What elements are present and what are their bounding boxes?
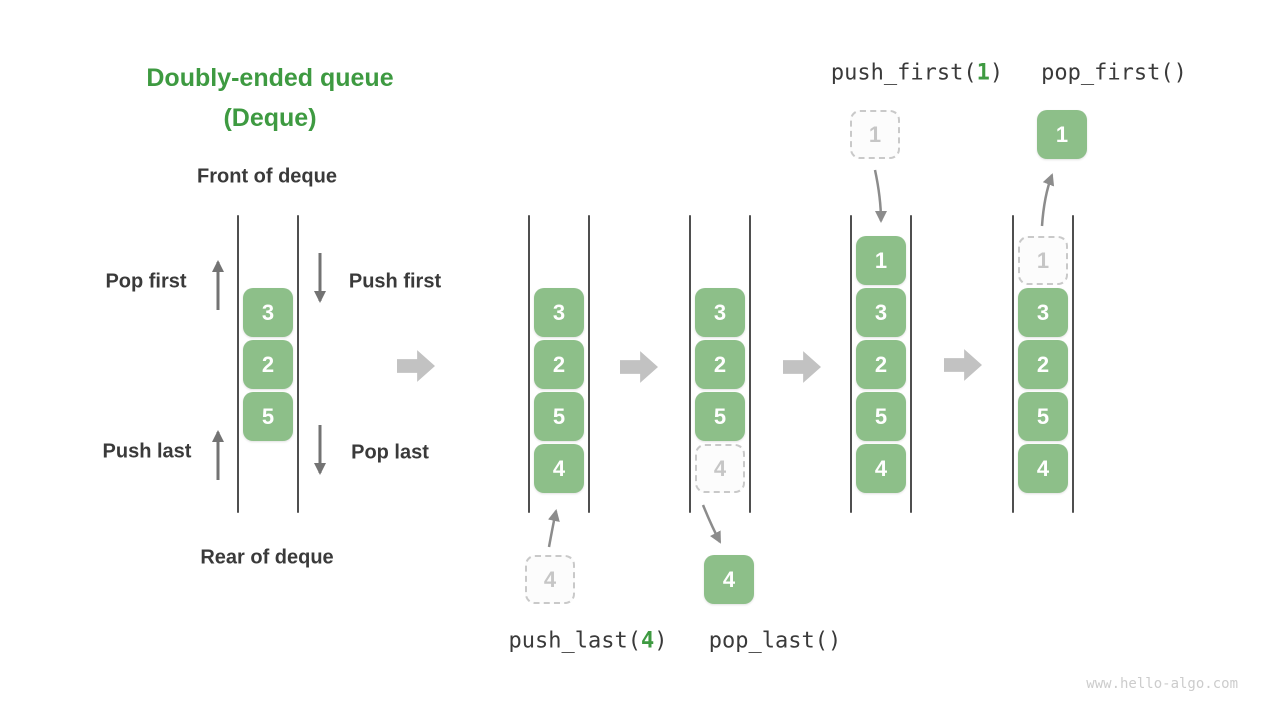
- watermark: www.hello-algo.com: [1086, 676, 1238, 692]
- deque-state-after-push-last-left-wall: [528, 215, 530, 513]
- pop-last-move-arrow-icon: [701, 504, 722, 544]
- push-first-operation-label: push_first(1): [831, 61, 1003, 86]
- push-last-move-arrow-icon: [547, 509, 560, 548]
- figure-title-line2: (Deque): [223, 104, 317, 132]
- deque-state-after-pop-first-cell-5: 5: [1018, 392, 1068, 441]
- deque-state-after-push-last-cell-4: 4: [534, 444, 584, 493]
- figure-title: Doubly-ended queue (Deque): [146, 58, 393, 138]
- deque-state-after-pop-first-left-wall: [1012, 215, 1014, 513]
- pop-last-op-prefix: pop_last(): [708, 628, 842, 654]
- deque-state-after-pop-first-cell-4: 4: [1018, 444, 1068, 493]
- pop-first-removed-value: 1: [1037, 110, 1087, 159]
- deque-state-after-push-last-cell-5: 5: [534, 392, 584, 441]
- deque-state-after-push-first-cell-5: 5: [856, 392, 906, 441]
- deque-state-after-pop-first-cell-3: 3: [1018, 288, 1068, 337]
- pop-first-label: Pop first: [105, 270, 187, 293]
- rear-of-deque-label: Rear of deque: [200, 546, 334, 569]
- pop-first-move-arrow-icon: [1040, 173, 1055, 227]
- push-first-label: Push first: [348, 270, 442, 293]
- deque-state-after-push-last-cell-2: 2: [534, 340, 584, 389]
- deque-state-after-pop-last-right-wall: [749, 215, 751, 513]
- deque-state-after-push-last-right-wall: [588, 215, 590, 513]
- deque-state-after-push-first-cell-4: 4: [856, 444, 906, 493]
- push-first-incoming-value: 1: [850, 110, 900, 159]
- push-first-op-arg: 1: [976, 60, 990, 86]
- push-last-op-prefix: push_last(: [508, 628, 641, 654]
- front-of-deque-label: Front of deque: [197, 165, 337, 188]
- deque-state-initial-cell-5: 5: [243, 392, 293, 441]
- deque-state-after-pop-first-cell-2: 2: [1018, 340, 1068, 389]
- deque-state-after-push-first-cell-1: 1: [856, 236, 906, 285]
- deque-state-after-pop-last-cell-3: 3: [695, 288, 745, 337]
- push-last-incoming-value: 4: [525, 555, 575, 604]
- deque-state-after-push-last-cell-3: 3: [534, 288, 584, 337]
- push-last-op-suffix: ): [654, 628, 668, 654]
- deque-state-after-push-first-cell-3: 3: [856, 288, 906, 337]
- pop-first-operation-label: pop_first(): [1041, 61, 1187, 86]
- push-last-label: Push last: [102, 440, 192, 463]
- deque-state-after-pop-last-cell-5: 5: [695, 392, 745, 441]
- pop-last-removed-value: 4: [704, 555, 754, 604]
- pop-last-label: Pop last: [351, 441, 429, 464]
- deque-state-after-pop-first-right-wall: [1072, 215, 1074, 513]
- pop-last-operation-label: pop_last(): [709, 629, 841, 654]
- figure-title-line1: Doubly-ended queue: [146, 64, 394, 92]
- push-first-op-prefix: push_first(: [830, 60, 977, 86]
- deque-state-after-pop-last-cell-2: 2: [695, 340, 745, 389]
- deque-state-after-push-first-cell-2: 2: [856, 340, 906, 389]
- push-last-operation-label: push_last(4): [509, 629, 668, 654]
- deque-state-after-pop-first-cell-1: 1: [1018, 236, 1068, 285]
- pop-first-op-prefix: pop_first(): [1041, 60, 1187, 86]
- push-last-op-arg: 4: [640, 628, 655, 654]
- deque-state-after-push-first-right-wall: [910, 215, 912, 513]
- deque-state-initial-cell-3: 3: [243, 288, 293, 337]
- push-first-move-arrow-icon: [873, 169, 887, 223]
- deque-state-after-pop-last-left-wall: [689, 215, 691, 513]
- deque-state-initial-left-wall: [237, 215, 239, 513]
- deque-state-initial-right-wall: [297, 215, 299, 513]
- deque-state-after-pop-last-cell-4: 4: [695, 444, 745, 493]
- push-first-op-suffix: ): [989, 60, 1004, 86]
- deque-state-initial-cell-2: 2: [243, 340, 293, 389]
- deque-state-after-push-first-left-wall: [850, 215, 852, 513]
